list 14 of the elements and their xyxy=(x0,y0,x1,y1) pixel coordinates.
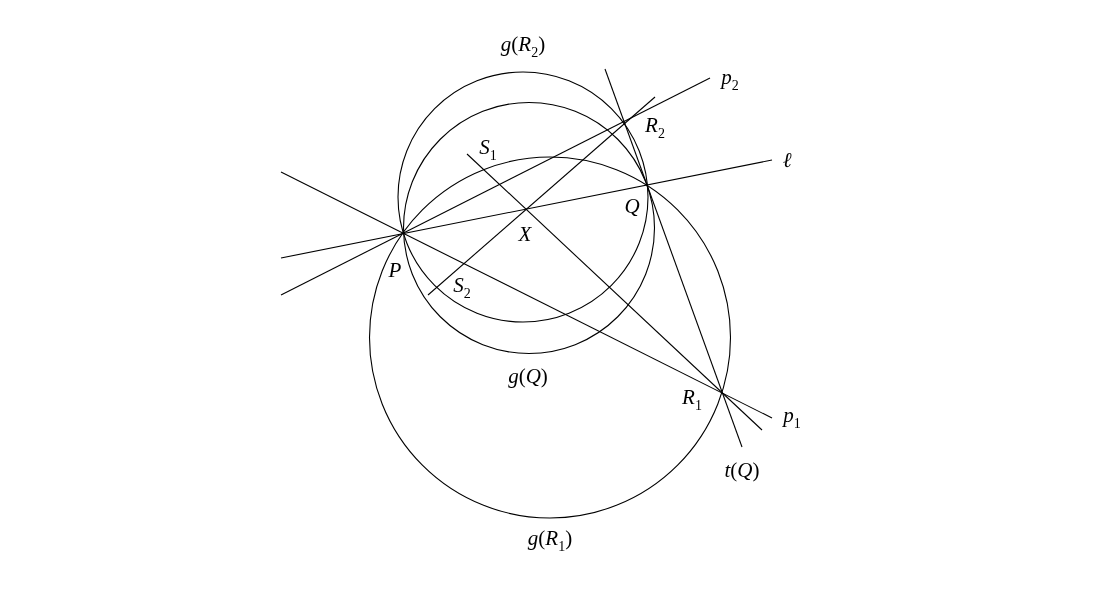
math-label: g(R$_{2}$) xyxy=(500,34,546,60)
math-label: P xyxy=(388,259,402,281)
math-label: g(R$_{1}$) xyxy=(527,528,573,554)
math-label: R$_{1}$ xyxy=(682,387,702,413)
math-label: g(Q) xyxy=(508,365,548,387)
math-label: p$_{1}$ xyxy=(783,405,801,431)
math-label: R$_{2}$ xyxy=(645,115,665,141)
math-label: t(Q) xyxy=(724,459,760,481)
math-label: ℓ xyxy=(782,149,792,171)
math-label: S$_{1}$ xyxy=(479,137,497,163)
math-label: S$_{2}$ xyxy=(453,275,471,301)
math-label: p$_{2}$ xyxy=(721,67,739,93)
math-label: X xyxy=(518,223,532,245)
math-label: Q xyxy=(624,195,640,217)
